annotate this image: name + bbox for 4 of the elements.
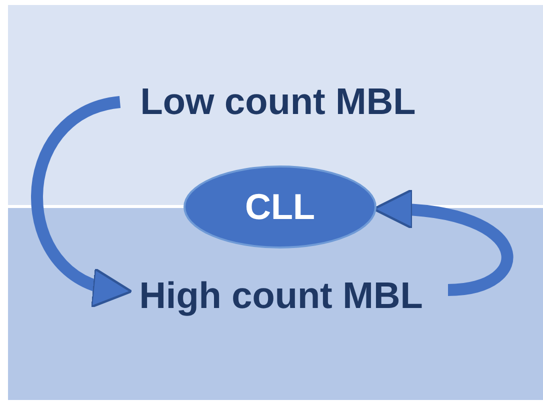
curved-arrow [31, 96, 132, 305]
node-label: CLL [245, 186, 315, 228]
node-label: Low count MBL [140, 81, 416, 123]
node-label: High count MBL [139, 275, 423, 317]
